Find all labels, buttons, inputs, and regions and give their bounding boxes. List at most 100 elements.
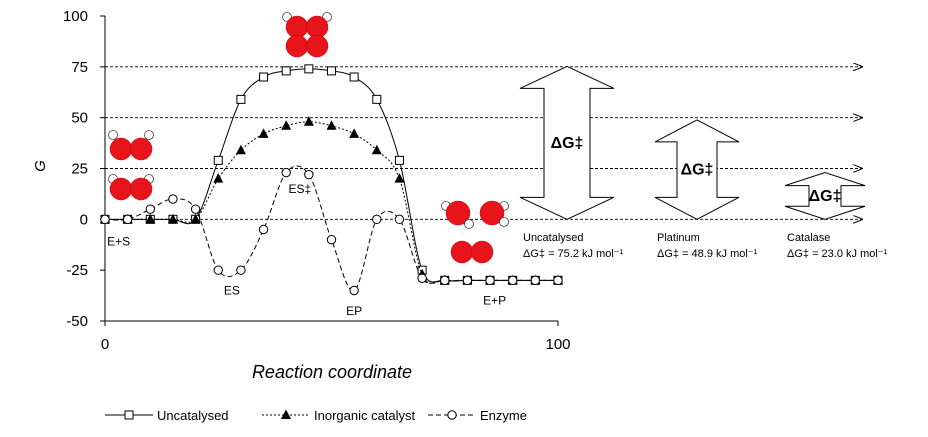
point-label: ES‡ — [288, 182, 311, 196]
transition-molecule-top — [282, 12, 332, 39]
x-axis-label: Reaction coordinate — [252, 362, 412, 382]
oxygen-atom — [129, 137, 153, 161]
series-1-point — [281, 120, 292, 130]
series-1-point — [303, 116, 314, 126]
oxygen-atom — [285, 34, 309, 58]
series-1-point — [258, 128, 269, 138]
legend-marker-1 — [281, 409, 291, 419]
series-0-point — [259, 72, 269, 82]
series-2-point — [236, 265, 246, 275]
legend: Uncatalysed Inorganic catalyst Enzyme — [105, 408, 527, 423]
series-2-point — [372, 214, 382, 225]
series-2-point — [258, 224, 269, 235]
product-water-left — [441, 200, 474, 229]
legend-marker-0 — [124, 410, 134, 420]
series-1-point — [145, 213, 156, 224]
oxygen-atom — [479, 200, 505, 226]
y-tick-label: 0 — [80, 211, 88, 228]
legend-label: Uncatalysed — [157, 408, 229, 423]
energy-gap-caption-name: Catalase — [787, 232, 830, 244]
series-2-point — [145, 204, 156, 214]
series-2-point — [304, 169, 314, 180]
series-2-point — [508, 275, 518, 286]
series-2-point — [213, 265, 223, 275]
series-1-point — [213, 173, 224, 183]
hydrogen-atom — [144, 130, 154, 140]
legend-marker-2 — [447, 410, 457, 420]
energy-gap-label: ΔG‡ — [551, 135, 584, 152]
series-1-point — [326, 120, 337, 130]
energy-gap-arrow-0 — [519, 65, 615, 220]
oxygen-atom — [305, 34, 329, 58]
legend-label: Enzyme — [480, 408, 527, 423]
series-group — [100, 64, 563, 296]
hydrogen-atom — [499, 217, 509, 227]
series-0-point — [281, 66, 291, 76]
y-axis-label: G — [32, 160, 49, 172]
series-2-point — [417, 273, 427, 283]
series-0-point — [236, 94, 246, 104]
x-tick-label: 0 — [101, 336, 109, 353]
y-tick-label: 25 — [71, 161, 88, 178]
series-2-point — [100, 214, 110, 225]
point-label: E+S — [107, 235, 130, 249]
series-0-point — [304, 64, 314, 74]
series-0-point — [213, 155, 223, 165]
oxygen-atom — [129, 177, 153, 201]
series-0-point — [349, 72, 359, 82]
y-tick-label: -25 — [66, 262, 88, 279]
oxygen-atom — [445, 200, 471, 226]
oxygen-atom — [109, 177, 133, 201]
hydrogen-atom — [464, 219, 474, 229]
series-2-point — [462, 275, 473, 286]
series-1-point — [235, 144, 246, 155]
y-tick-label: 100 — [63, 8, 88, 25]
energy-gap-caption-value: ΔG‡ = 23.0 kJ mol⁻¹ — [787, 248, 888, 260]
legend-label: Inorganic catalyst — [314, 408, 416, 423]
series-1-point — [349, 128, 360, 138]
reactant-molecule-bottom — [108, 174, 154, 201]
energy-gap-caption-name: Platinum — [657, 232, 700, 244]
hydrogen-atom — [108, 130, 118, 140]
oxygen-atom — [305, 15, 329, 39]
y-tick-label: 50 — [71, 110, 88, 127]
energy-gap-caption-value: ΔG‡ = 75.2 kJ mol⁻¹ — [523, 248, 624, 260]
series-1-point — [190, 213, 201, 224]
oxygen-atom — [285, 15, 309, 39]
oxygen-atom — [450, 240, 474, 264]
series-2-point — [190, 204, 201, 214]
product-water-right — [479, 200, 509, 227]
series-1-point — [371, 144, 382, 155]
series-0-point — [372, 94, 382, 104]
series-2-point — [122, 214, 133, 225]
reactant-molecule-top — [108, 130, 154, 161]
y-tick-label: 75 — [71, 59, 88, 76]
point-label: E+P — [483, 294, 506, 308]
series-2-point — [168, 194, 178, 204]
energy-gap-caption-name: Uncatalysed — [523, 232, 584, 244]
series-2-point — [349, 285, 359, 296]
energy-gap-caption-value: ΔG‡ = 48.9 kJ mol⁻¹ — [657, 248, 758, 260]
point-label: ES — [224, 284, 240, 298]
series-1-point — [394, 173, 405, 183]
series-line-2 — [104, 165, 558, 292]
energy-gap-label: ΔG‡ — [809, 188, 842, 205]
series-0-point — [394, 155, 404, 165]
series-2-point — [530, 275, 541, 286]
series-2-point — [485, 275, 495, 286]
point-label: EP — [346, 304, 362, 318]
energy-gap-label: ΔG‡ — [681, 162, 714, 179]
oxygen-atom — [109, 137, 133, 161]
point-labels: E+S ES ES‡ EP E+P — [107, 182, 506, 318]
transition-molecule-bottom — [285, 34, 329, 58]
energy-gap-arrow-2 — [784, 172, 866, 220]
axes — [100, 15, 559, 326]
product-oxygen-molecule — [450, 240, 494, 264]
series-2-point — [281, 167, 291, 178]
gridlines — [105, 67, 862, 220]
series-0-point — [327, 66, 336, 76]
